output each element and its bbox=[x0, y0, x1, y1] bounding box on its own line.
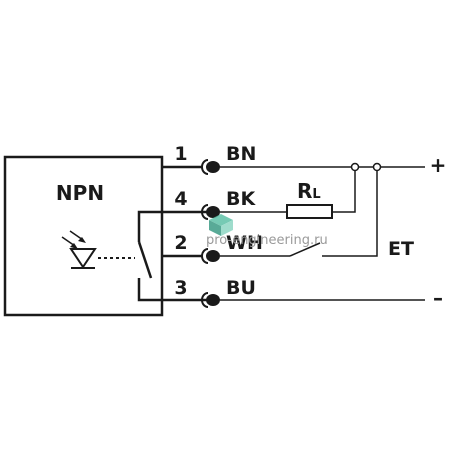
external-teach-label: ET bbox=[388, 238, 414, 260]
wire-label-bk: BK bbox=[226, 188, 256, 210]
wire-label-wh: WH bbox=[226, 232, 263, 254]
supply-plus-sign: + bbox=[430, 153, 447, 177]
load-label-sub: L bbox=[312, 187, 320, 202]
led-emitter-icon bbox=[61, 230, 97, 269]
load-label-main: R bbox=[297, 179, 312, 203]
connector-plugs bbox=[162, 159, 220, 308]
pin-number-4: 4 bbox=[174, 188, 187, 210]
wire-switch-to-plus bbox=[322, 170, 378, 257]
load-resistor bbox=[286, 204, 333, 219]
junction-node-2 bbox=[372, 162, 382, 172]
supply-minus-sign: – bbox=[433, 286, 443, 310]
pin-number-1: 1 bbox=[174, 143, 187, 165]
output-switch-icon bbox=[137, 210, 212, 302]
watermark-logo-icon bbox=[209, 214, 233, 236]
junction-node-1 bbox=[350, 162, 360, 172]
external-switch-icon bbox=[289, 242, 321, 257]
load-label: RL bbox=[297, 179, 321, 203]
pin-number-3: 3 bbox=[174, 277, 187, 299]
wire-label-bu: BU bbox=[226, 277, 256, 299]
watermark-text: pro-engineering.ru bbox=[206, 233, 328, 248]
wire-resistor-to-plus bbox=[332, 170, 356, 213]
connector-pin-2 bbox=[162, 248, 220, 264]
connector-pin-1 bbox=[162, 159, 220, 175]
connector-pin-4 bbox=[201, 204, 220, 220]
pin-number-2: 2 bbox=[174, 232, 187, 254]
wire-label-bn: BN bbox=[226, 143, 256, 165]
sensor-type-label: NPN bbox=[56, 181, 104, 205]
connector-pin-3 bbox=[201, 292, 220, 308]
sensor-housing bbox=[3, 155, 164, 317]
